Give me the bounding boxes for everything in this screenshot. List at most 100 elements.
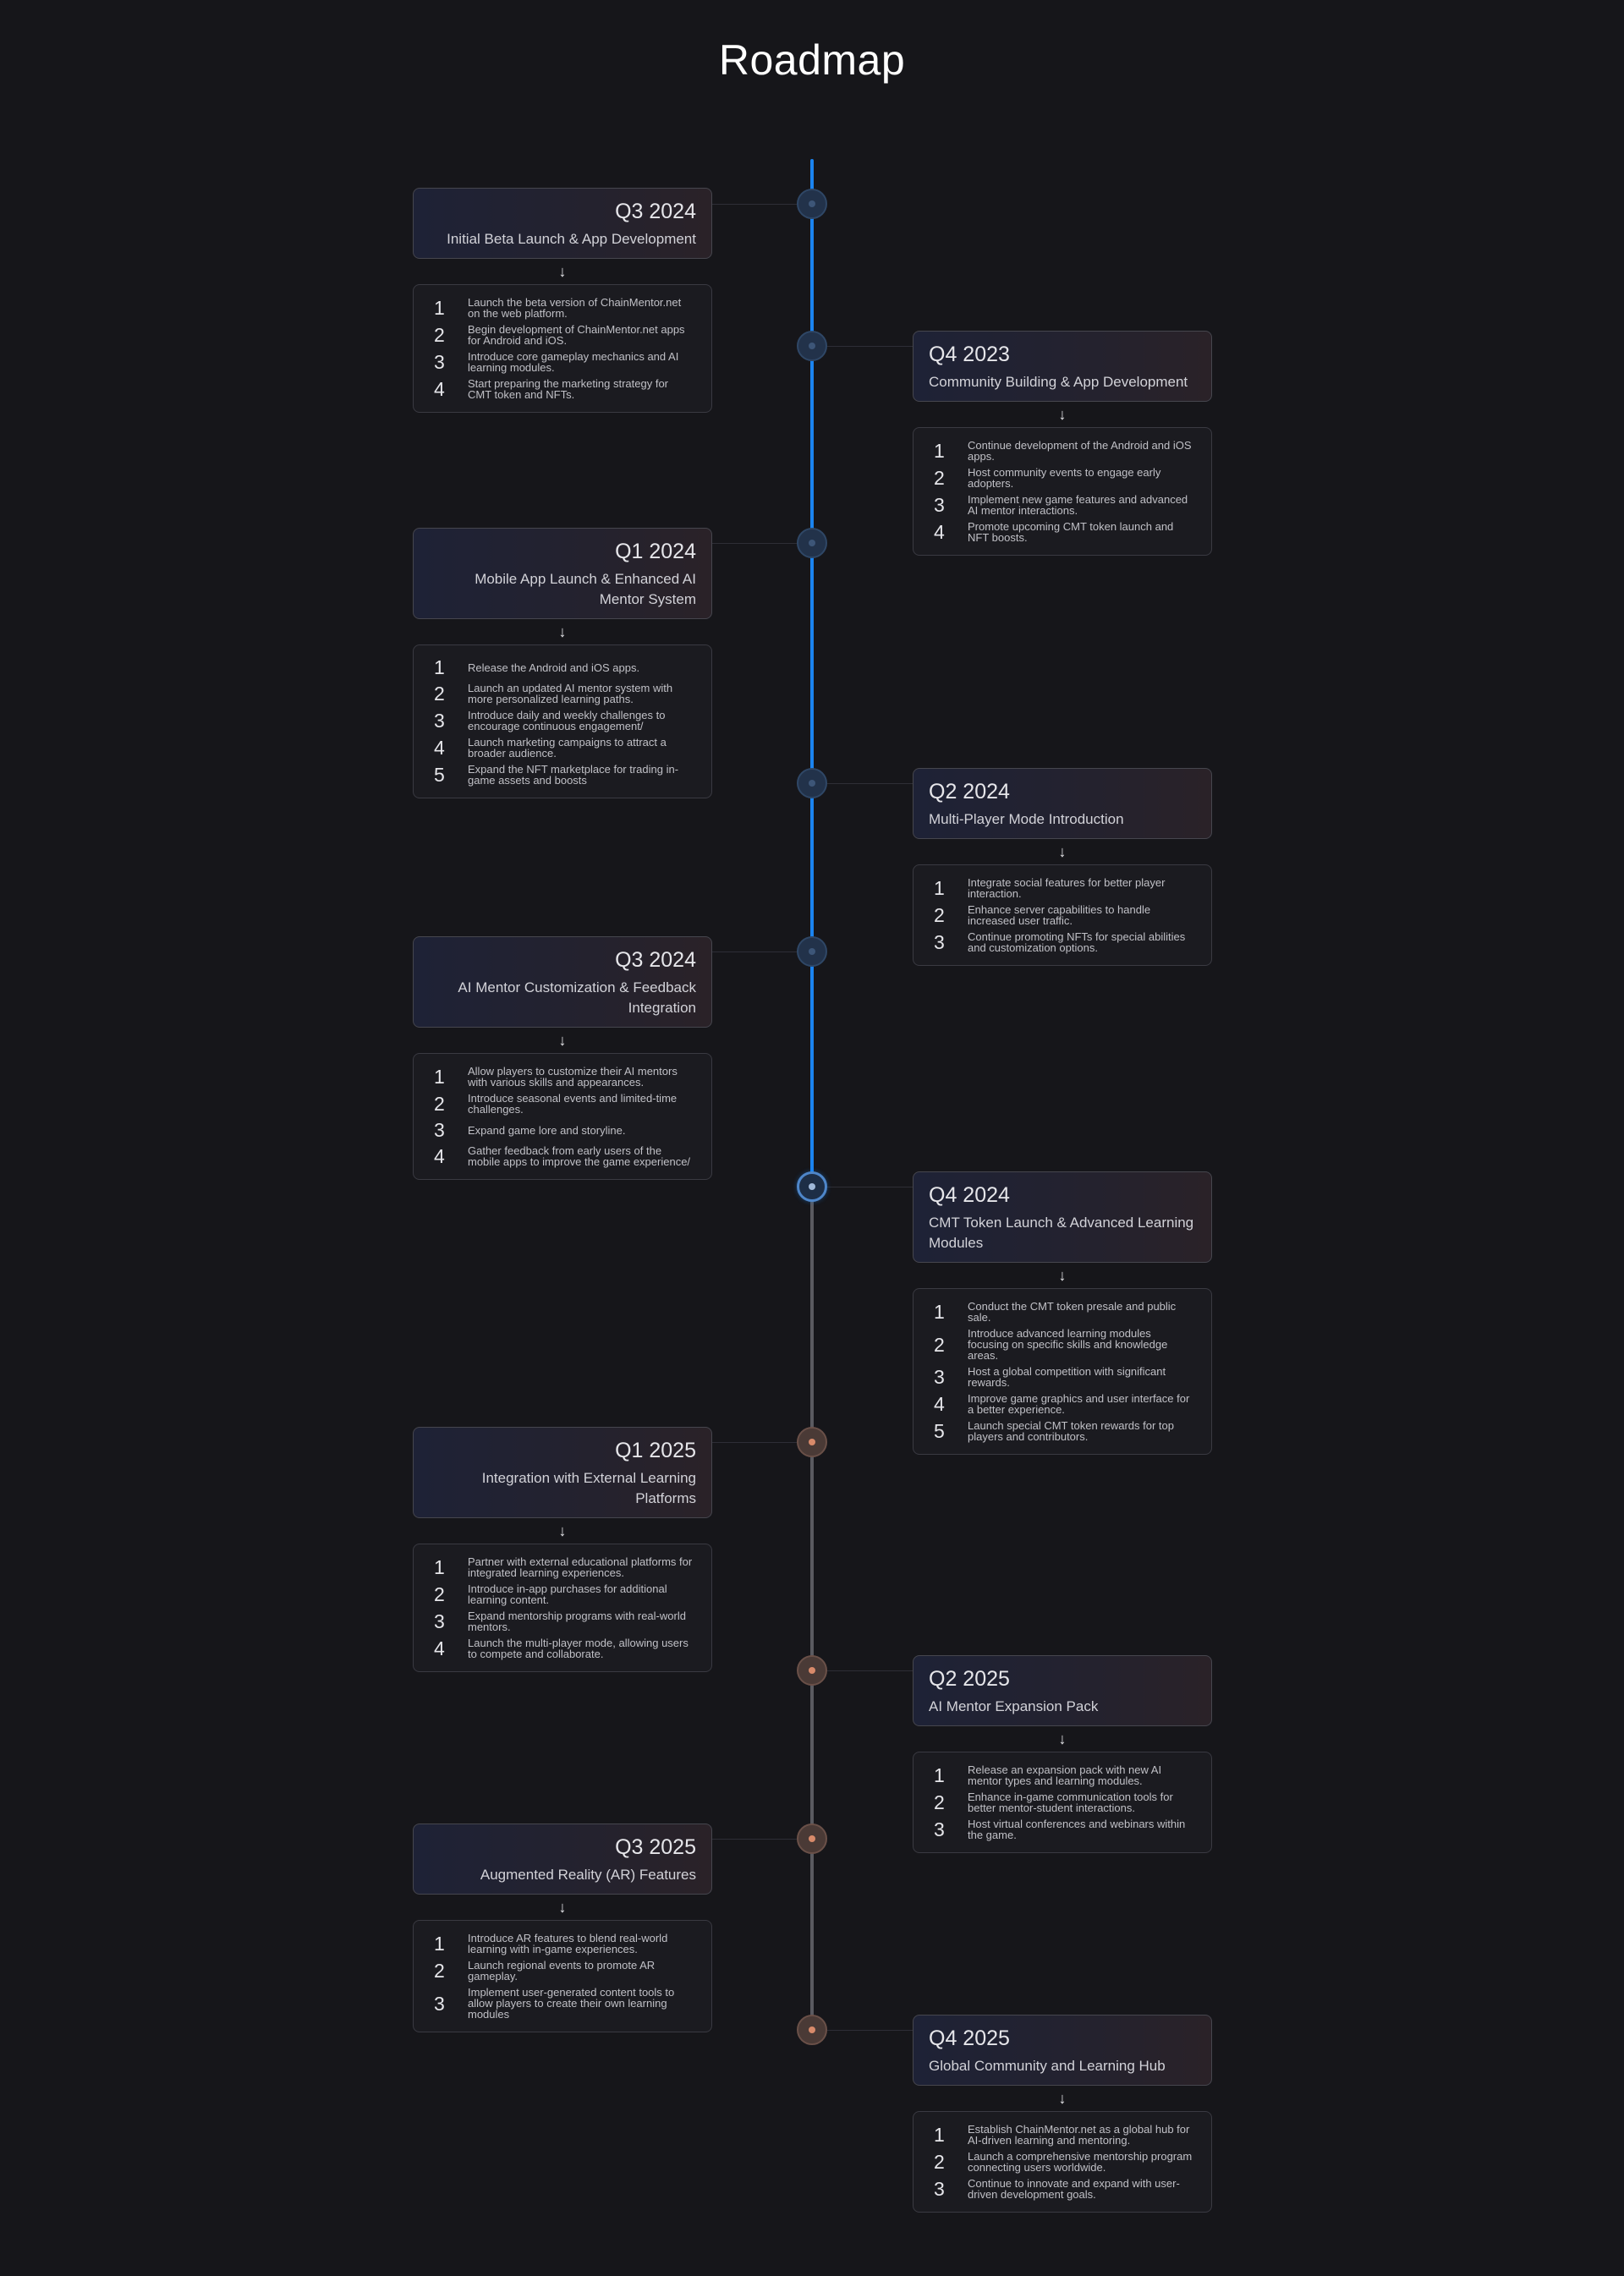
arrow-down-icon: ↓ <box>558 1899 567 1916</box>
timeline-node <box>797 528 827 558</box>
step-text: Launch the multi-player mode, allowing u… <box>468 1637 689 1660</box>
milestone-connector <box>827 346 913 347</box>
step-text: Launch regional events to promote AR gam… <box>468 1959 656 1983</box>
timeline-node <box>797 1655 827 1686</box>
step-number: 3 <box>434 1610 445 1632</box>
milestone-quarter: Q3 2024 <box>615 200 696 223</box>
step-text: Implement new game features and advanced… <box>968 493 1188 517</box>
milestone-phase-title: Global Community and Learning Hub <box>929 2058 1166 2074</box>
timeline-node <box>797 331 827 361</box>
milestone-quarter: Q4 2024 <box>929 1183 1010 1207</box>
step-text: Launch special CMT token rewards for top… <box>968 1419 1174 1443</box>
step-number: 4 <box>434 1145 445 1167</box>
timeline-node <box>797 2015 827 2045</box>
step-text: Launch an updated AI mentor system with … <box>468 682 673 705</box>
step-item: 3 Host virtual conferences and webinars w… <box>934 1818 1194 1840</box>
step-number: 3 <box>934 1818 945 1840</box>
step-item: 1 Release an expansion pack with new AI m… <box>934 1764 1194 1786</box>
step-text: Introduce AR features to blend real-worl… <box>468 1932 668 1955</box>
step-number: 1 <box>934 1764 945 1786</box>
step-number: 4 <box>934 521 945 543</box>
step-item: 4 Promote upcoming CMT token launch and N… <box>934 521 1194 543</box>
milestone-quarter: Q2 2024 <box>929 780 1010 803</box>
step-number: 3 <box>934 2178 945 2200</box>
milestone-quarter: Q3 2024 <box>615 948 696 972</box>
timeline-progress-line <box>810 159 814 1187</box>
milestone-connector <box>827 2030 913 2031</box>
step-text: Introduce seasonal events and limited-ti… <box>468 1092 678 1116</box>
step-text: Enhance server capabilities to handle in… <box>968 903 1151 927</box>
timeline-upcoming-line <box>810 1187 814 2032</box>
step-number: 1 <box>434 1933 445 1955</box>
step-number: 4 <box>934 1393 945 1415</box>
step-number: 3 <box>934 931 945 953</box>
step-number: 1 <box>434 1556 445 1578</box>
step-number: 1 <box>934 2124 945 2146</box>
timeline-node <box>797 1824 827 1854</box>
milestone-steps-card: 1 Introduce AR features to blend real-wor… <box>413 1920 712 2032</box>
milestone-phase-title: Multi-Player Mode Introduction <box>929 811 1124 827</box>
step-number: 3 <box>434 1992 445 2015</box>
step-number: 3 <box>934 494 945 516</box>
step-number: 1 <box>934 440 945 462</box>
milestone-phase-title: Mobile App Launch & Enhanced AI Mentor S… <box>475 571 696 607</box>
timeline-node <box>797 189 827 219</box>
step-text: Expand game lore and storyline. <box>468 1123 626 1137</box>
step-text: Introduce daily and weekly challenges to… <box>468 709 666 732</box>
milestone-connector <box>827 1670 913 1671</box>
step-number: 2 <box>934 2151 945 2173</box>
arrow-down-icon: ↓ <box>1058 406 1067 423</box>
step-number: 2 <box>434 1093 445 1115</box>
step-text: Promote upcoming CMT token launch and NF… <box>968 520 1174 544</box>
step-text: Conduct the CMT token presale and public… <box>968 1300 1177 1324</box>
step-text: Host virtual conferences and webinars wi… <box>968 1818 1186 1841</box>
step-number: 1 <box>434 297 445 319</box>
milestone-quarter: Q4 2023 <box>929 343 1010 366</box>
step-text: Implement user-generated content tools t… <box>468 1986 675 2021</box>
milestone-phase-title: Augmented Reality (AR) Features <box>480 1867 696 1883</box>
arrow-down-icon: ↓ <box>558 1522 567 1539</box>
arrow-down-icon: ↓ <box>558 1032 567 1049</box>
step-number: 5 <box>434 764 445 786</box>
step-text: Introduce in-app purchases for additiona… <box>468 1582 667 1606</box>
step-number: 2 <box>434 683 445 705</box>
milestone-phase-title: Integration with External Learning Platf… <box>481 1470 696 1506</box>
step-text: Release an expansion pack with new AI me… <box>968 1763 1162 1787</box>
timeline-node <box>797 768 827 798</box>
